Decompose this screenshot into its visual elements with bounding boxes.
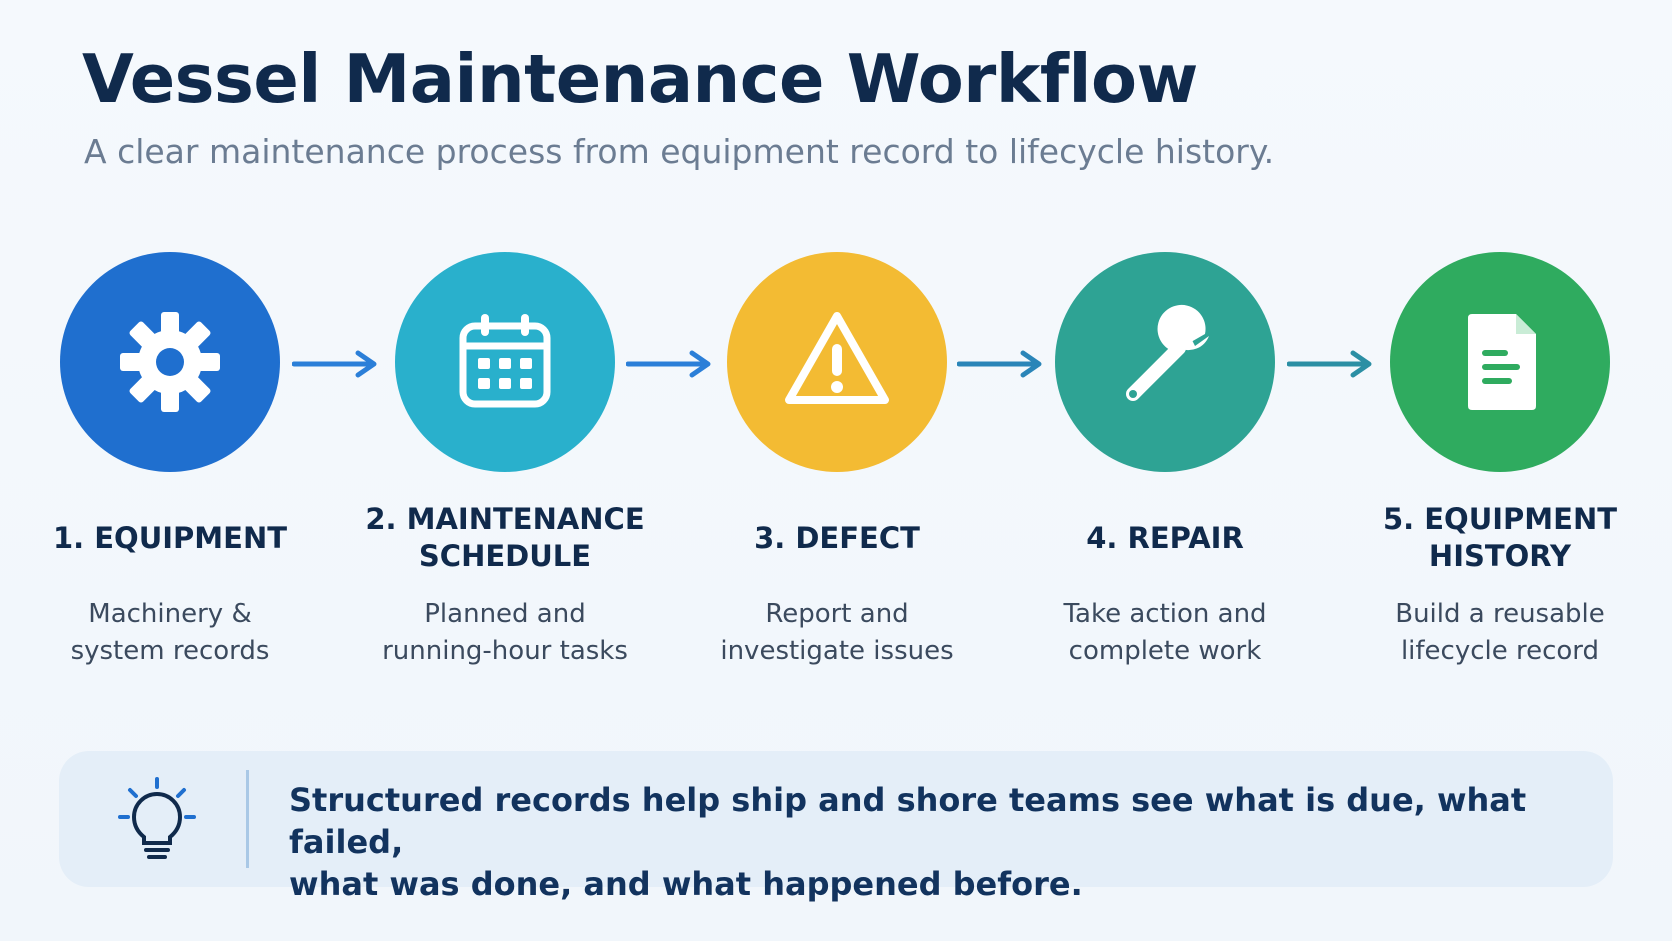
step-description: Take action and complete work [1063,599,1267,666]
callout-text: Structured records help ship and shore t… [289,781,1527,903]
document-icon [1468,314,1536,410]
step-description: Planned and running-hour tasks [382,599,628,666]
info-callout [59,751,1613,887]
page-subtitle: A clear maintenance process from equipme… [84,132,1275,171]
step-title: 4. REPAIR [1086,520,1244,555]
step-description: Report and investigate issues [720,599,954,666]
step-circle [395,252,615,472]
step-circle [60,252,280,472]
callout-divider [246,770,249,868]
step-description: Machinery & system records [70,599,270,666]
workflow-step-maintenance-schedule: 2. MAINTENANCE SCHEDULE Planned and runn… [340,252,670,670]
arrow-right-icon [292,350,377,378]
step-description: Build a reusable lifecycle record [1395,599,1605,666]
step-title: 5. EQUIPMENT HISTORY [1382,502,1618,573]
arrow-right-icon [626,350,711,378]
workflow-step-repair: 4. REPAIR Take action and complete work [1000,252,1330,670]
page-title: Vessel Maintenance Workflow [82,40,1198,118]
step-circle [1390,252,1610,472]
warning-icon [785,312,889,404]
step-title: 1. EQUIPMENT [52,520,288,555]
step-title: 3. DEFECT [754,520,920,555]
workflow-step-equipment: 1. EQUIPMENT Machinery & system records [5,252,335,670]
calendar-icon [459,314,551,408]
step-title: 2. MAINTENANCE SCHEDULE [365,502,645,573]
arrow-right-icon [957,350,1042,378]
arrow-right-icon [1287,350,1372,378]
workflow-step-equipment-history: 5. EQUIPMENT HISTORY Build a reusable li… [1335,252,1665,670]
workflow-step-defect: 3. DEFECT Report and investigate issues [672,252,1002,670]
lightbulb-icon [118,777,196,859]
step-circle [727,252,947,472]
gear-icon [120,312,220,412]
wrench-icon [1126,304,1209,401]
step-circle [1055,252,1275,472]
